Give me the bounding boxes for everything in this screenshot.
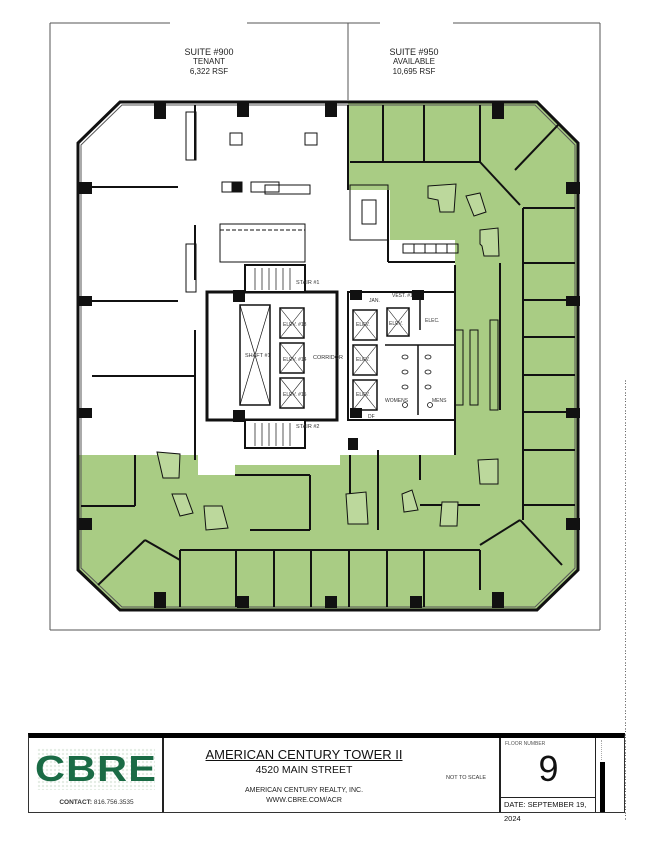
suite-900-status: TENANT <box>193 57 225 66</box>
title-block: CBRE CONTACT: 816.756.3535 AMERICAN CENT… <box>28 733 625 823</box>
suite-900-area: 6,322 RSF <box>189 67 229 76</box>
website-link[interactable]: WWW.CBRE.COM/ACR <box>266 797 342 804</box>
floor-number-cell: FLOOR NUMBER 9 DATE: SEPTEMBER 19, 2024 <box>501 738 596 823</box>
elev-15-label: ELEV. #15 <box>283 392 307 398</box>
elev-right-3-label: ELEV. <box>356 392 370 398</box>
drinking-fountain-label: DF <box>368 414 375 420</box>
suite-950-status: AVAILABLE <box>393 57 435 66</box>
elev-right-1-label: ELEV. <box>356 322 370 328</box>
street-address: 4520 MAIN STREET <box>255 764 353 776</box>
building-info-cell: AMERICAN CENTURY TOWER II 4520 MAIN STRE… <box>164 738 501 812</box>
vestibule-label: VEST. #1 <box>392 293 413 299</box>
scale-note: NOT TO SCALE <box>446 775 487 781</box>
suite-950-area <box>78 102 578 610</box>
elev-13-label: ELEV. #13 <box>283 322 307 328</box>
building-name: AMERICAN CENTURY TOWER II <box>205 747 403 762</box>
contact-phone: 816.756.3535 <box>93 799 134 806</box>
suite-900-label: SUITE #900 TENANT 6,322 RSF <box>149 47 269 77</box>
side-strip <box>596 738 624 812</box>
stair-2-label: STAIR #2 <box>296 424 319 430</box>
contact-label: CONTACT: <box>59 799 93 806</box>
plan-date: DATE: SEPTEMBER 19, 2024 <box>501 797 595 823</box>
elev-right-2-label: ELEV. <box>356 357 370 363</box>
elev-14-label: ELEV. #14 <box>283 357 307 363</box>
drawing-frame <box>49 22 601 631</box>
womens-restroom-label: WOMENS <box>385 398 409 404</box>
side-dotted-line <box>601 740 602 760</box>
floor-number: 9 <box>538 748 559 789</box>
side-bar <box>600 762 605 812</box>
corridor-label: CORRIDOR <box>313 355 343 361</box>
suite-950-label: SUITE #950 AVAILABLE 10,695 RSF <box>354 47 474 77</box>
floor-plan: SHAFT #1 CORRIDOR STAIR #1 STAIR #2 ELEV… <box>49 22 601 631</box>
janitor-label: JAN. <box>369 298 380 304</box>
lounge-furniture <box>156 183 500 531</box>
shaft-label: SHAFT #1 <box>245 353 271 359</box>
realty-name: AMERICAN CENTURY REALTY, INC. <box>244 787 364 794</box>
mens-restroom-label: MENS <box>432 398 447 404</box>
suite-950-area: 10,695 RSF <box>392 67 436 76</box>
stair-treads <box>254 268 291 446</box>
building-core <box>205 264 456 449</box>
exterior-wall <box>76 100 580 612</box>
elev-right-top-label: ELEV. <box>389 321 403 327</box>
contact-info: CONTACT: 816.756.3535 <box>29 799 164 806</box>
cbre-logo: CBRE <box>35 748 157 790</box>
suite-900-walls <box>92 105 349 460</box>
floor-number-label: FLOOR NUMBER <box>505 741 546 747</box>
vertical-disclaimer <box>622 380 630 820</box>
suite-950-title: SUITE #950 <box>389 47 439 57</box>
suite-900-title: SUITE #900 <box>184 47 234 57</box>
logo-cell: CBRE CONTACT: 816.756.3535 <box>29 738 164 812</box>
stair-1-label: STAIR #1 <box>296 280 319 286</box>
electrical-label: ELEC. <box>425 318 439 324</box>
